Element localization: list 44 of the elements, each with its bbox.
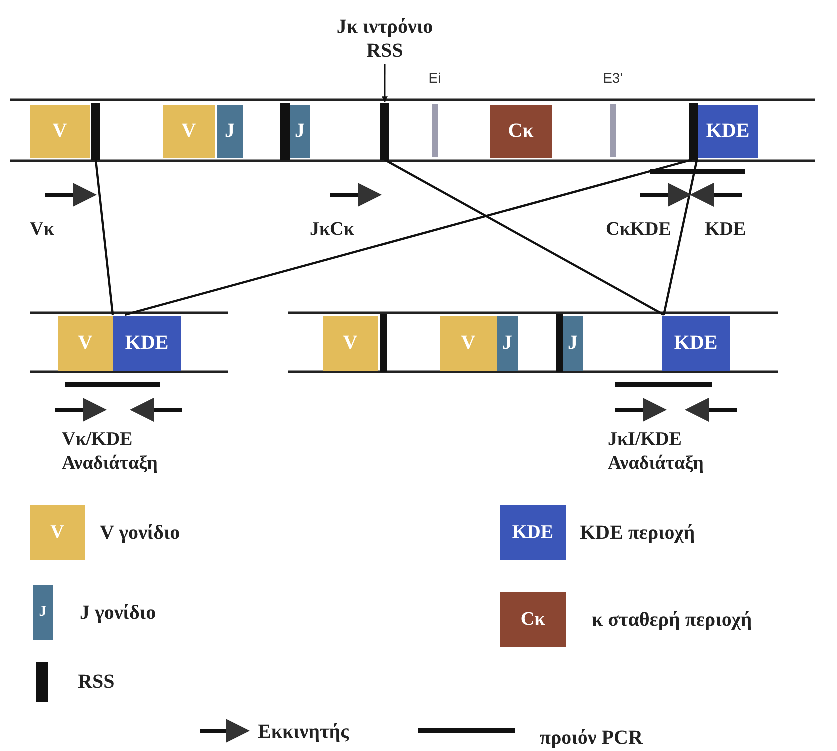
- primer-label: JκCκ: [310, 218, 356, 242]
- legend-text: προιόν PCR: [540, 726, 643, 750]
- connector-line: [662, 160, 698, 316]
- arrow: [382, 64, 388, 103]
- v-gene-segment: V: [440, 316, 497, 371]
- connector-line: [124, 158, 692, 316]
- legend-text: V γονίδιο: [100, 520, 180, 544]
- primer-label: Vκ: [30, 218, 56, 242]
- kde-segment: KDE: [698, 105, 758, 158]
- swatch-letter: J: [39, 604, 47, 621]
- v-gene-segment: V: [58, 316, 113, 371]
- j-gene-segment: J: [290, 105, 310, 158]
- legend-text: J γονίδιο: [80, 600, 156, 624]
- kde-segment: KDE: [113, 316, 181, 371]
- kde-segment: KDE: [662, 316, 730, 371]
- rss-bar: [556, 314, 563, 372]
- rearrangement-label: JκI/KDE Αναδιάταξη: [608, 428, 705, 476]
- segment-label: Jκ ιντρόνιο RSS: [320, 14, 450, 64]
- legend-text: RSS: [78, 670, 115, 694]
- rearrangement-label: Vκ/KDE Αναδιάταξη: [62, 428, 159, 476]
- v-gene-segment: V: [30, 105, 90, 158]
- connector-line: [384, 159, 665, 316]
- legend-text: κ σταθερή περιοχή: [592, 608, 752, 632]
- legend-text: KDE περιοχή: [580, 520, 696, 544]
- enhancer-bar: Ei: [420, 70, 450, 160]
- primer-label: KDE: [705, 218, 748, 242]
- swatch-letter: V: [50, 522, 64, 544]
- j-gene-segment: J: [217, 105, 243, 158]
- primer-label: CκKDE: [606, 218, 672, 242]
- enhancer-bar: E3': [596, 70, 630, 160]
- connector-line: [94, 160, 114, 316]
- legend-text: Εκκινητής: [258, 720, 350, 744]
- v-gene-segment: V: [323, 316, 378, 371]
- j-gene-segment: J: [563, 316, 583, 371]
- rss-bar: [689, 103, 698, 160]
- swatch-letter: KDE: [512, 522, 554, 544]
- rss-bar: [91, 103, 100, 160]
- rss-bar: [380, 314, 387, 372]
- rss-bar: [380, 103, 389, 160]
- v-gene-segment: V: [163, 105, 215, 158]
- j-gene-segment: J: [497, 316, 518, 371]
- swatch-letter: Cκ: [520, 608, 546, 630]
- constant-region-segment: Cκ: [490, 105, 552, 158]
- rss-bar: [280, 103, 290, 160]
